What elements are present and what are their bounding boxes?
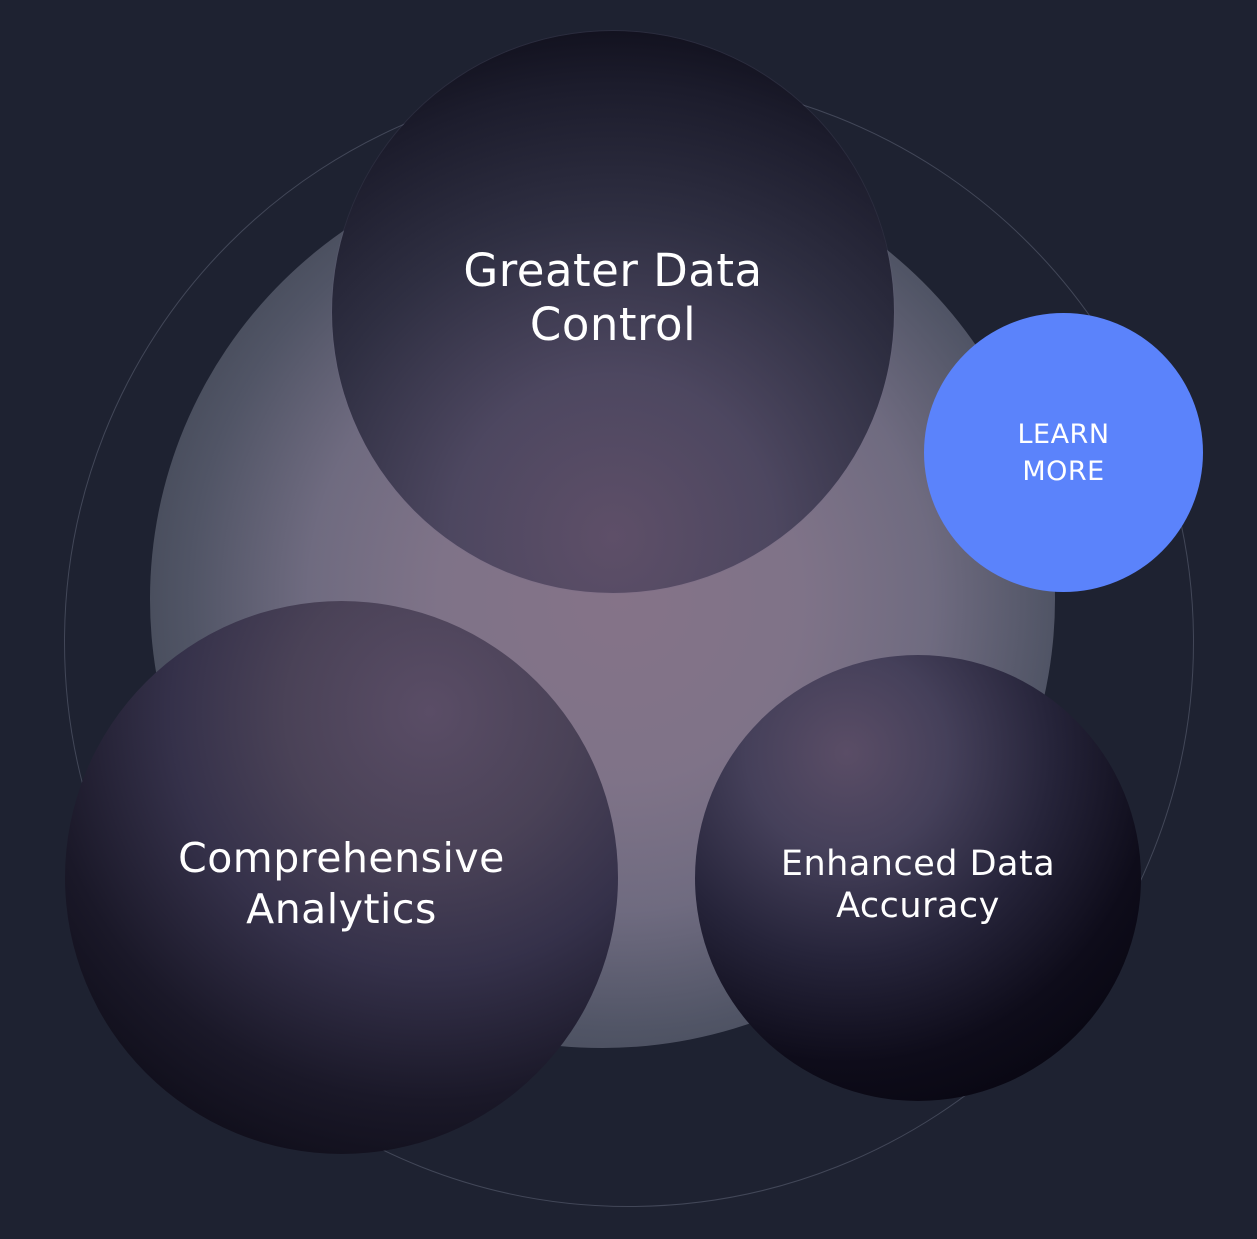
node-label-greater-data-control: Greater Data Control (463, 244, 763, 351)
node-label-comprehensive-analytics: Comprehensive Analytics (178, 833, 505, 933)
learn-more-button[interactable]: LEARN MORE (924, 313, 1203, 592)
node-greater-data-control: Greater Data Control (332, 31, 894, 593)
node-label-enhanced-data-accuracy: Enhanced Data Accuracy (780, 844, 1056, 926)
learn-more-label: LEARN MORE (1017, 418, 1110, 487)
node-enhanced-data-accuracy: Enhanced Data Accuracy (695, 655, 1141, 1101)
node-comprehensive-analytics: Comprehensive Analytics (65, 601, 618, 1154)
